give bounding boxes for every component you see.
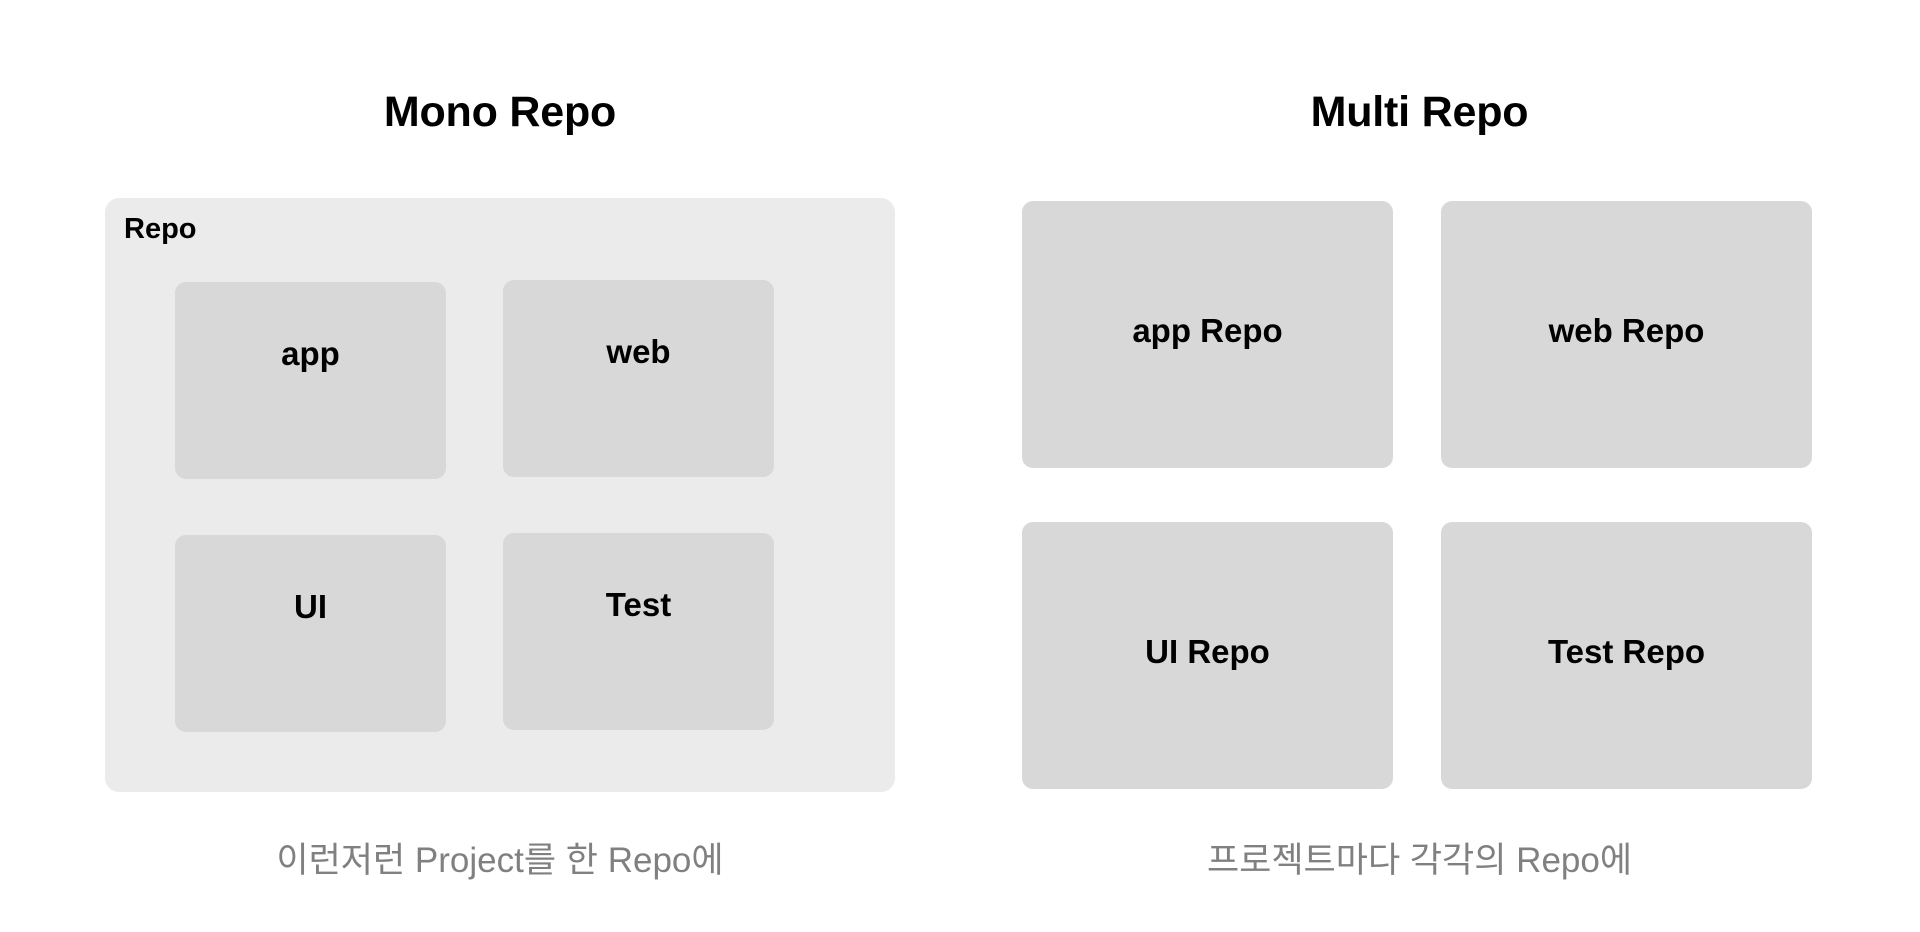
mono-repo-box-ui[interactable]: UI xyxy=(175,535,446,732)
panel-title-multi-repo: Multi Repo xyxy=(1310,88,1529,136)
multi-repo-box-label: app Repo xyxy=(1132,311,1283,349)
multi-repo-box-web-repo[interactable]: web Repo xyxy=(1441,201,1812,468)
mono-repo-box-app[interactable]: app xyxy=(175,282,446,479)
mono-repo-box-test[interactable]: Test xyxy=(503,533,774,730)
multi-repo-box-ui-repo[interactable]: UI Repo xyxy=(1022,522,1393,789)
panel-title-mono-repo: Mono Repo xyxy=(383,88,617,136)
mono-repo-container: Repo app web UI Test xyxy=(105,198,895,792)
multi-repo-box-app-repo[interactable]: app Repo xyxy=(1022,201,1393,468)
multi-repo-box-label: Test Repo xyxy=(1547,632,1706,670)
multi-repo-box-label: UI Repo xyxy=(1145,632,1270,670)
mono-repo-box-label: UI xyxy=(294,587,327,625)
mono-repo-container-label: Repo xyxy=(124,213,197,245)
mono-repo-box-label: Test xyxy=(605,585,672,623)
multi-repo-box-test-repo[interactable]: Test Repo xyxy=(1441,522,1812,789)
mono-repo-box-label: web xyxy=(606,332,671,370)
mono-repo-box-web[interactable]: web xyxy=(503,280,774,477)
multi-repo-box-label: web Repo xyxy=(1548,311,1705,349)
panel-caption-multi-repo: 프로젝트마다 각각의 Repo에 xyxy=(1206,841,1633,880)
mono-repo-box-label: app xyxy=(281,334,340,372)
panel-caption-mono-repo: 이런저런 Project를 한 Repo에 xyxy=(276,841,724,880)
